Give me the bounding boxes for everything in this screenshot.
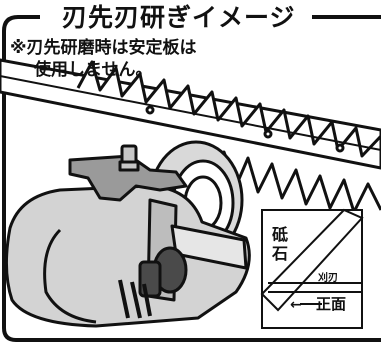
usage-note: ※刃先研磨時は安定板は 使用しません。 bbox=[10, 37, 290, 81]
stone-label-bottom: 石 bbox=[271, 244, 288, 263]
blade-label: 刈刃 bbox=[318, 271, 338, 284]
frame-border bbox=[2, 15, 381, 342]
note-line-2: 使用しません。 bbox=[34, 60, 153, 80]
note-line-1: ※刃先研磨時は安定板は bbox=[10, 38, 197, 58]
front-label: 正面 bbox=[316, 295, 346, 313]
sharpening-grinder bbox=[4, 140, 251, 328]
sharpening-diagram: 砥 石 刈刃 ← 正面 bbox=[260, 208, 364, 329]
page-title: 刃先刃研ぎイメージ bbox=[56, 2, 302, 34]
arrow-glyph: ← bbox=[290, 297, 302, 313]
stone-label-top: 砥 bbox=[272, 225, 288, 244]
